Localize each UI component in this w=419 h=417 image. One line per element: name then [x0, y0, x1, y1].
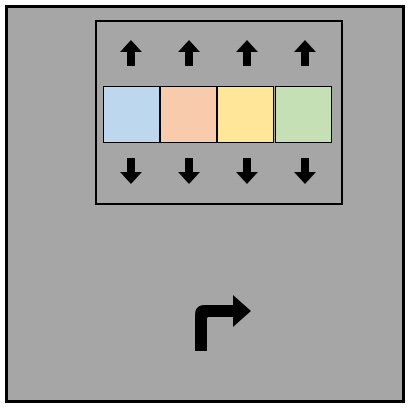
up-arrow-icon	[178, 40, 200, 66]
up-arrow-icon	[236, 40, 258, 66]
outer-frame	[5, 5, 405, 403]
down-arrow-icon	[178, 158, 200, 184]
up-arrow-icon	[120, 40, 142, 66]
color-strip-panel	[95, 20, 343, 205]
swatch-blue	[103, 86, 160, 143]
turn-right-arrow-icon	[195, 295, 251, 351]
swatch-orange	[160, 86, 217, 143]
down-arrow-icon	[120, 158, 142, 184]
up-arrow-icon	[294, 40, 316, 66]
down-arrow-icon	[294, 158, 316, 184]
swatch-yellow	[217, 86, 274, 143]
swatch-green	[275, 86, 332, 143]
down-arrow-icon	[236, 158, 258, 184]
